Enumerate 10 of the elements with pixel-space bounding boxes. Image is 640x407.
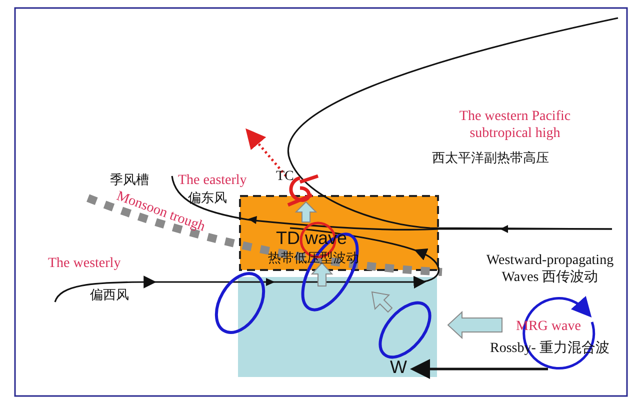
- region-label: 西太平洋副热带高压: [432, 150, 549, 167]
- wind-label: 偏东风: [188, 190, 227, 207]
- wind-label: The westerly: [48, 255, 121, 272]
- wind-label: 偏西风: [90, 287, 129, 304]
- direction-label: W: [390, 359, 407, 376]
- wind-label: The easterly: [178, 172, 247, 189]
- trough-label: 季风槽: [110, 172, 149, 189]
- wave-label: Westward-propagating Waves 西传波动: [485, 252, 615, 286]
- cyclone-label: TC: [276, 168, 294, 185]
- region-label: The western Pacific subtropical high: [458, 108, 572, 142]
